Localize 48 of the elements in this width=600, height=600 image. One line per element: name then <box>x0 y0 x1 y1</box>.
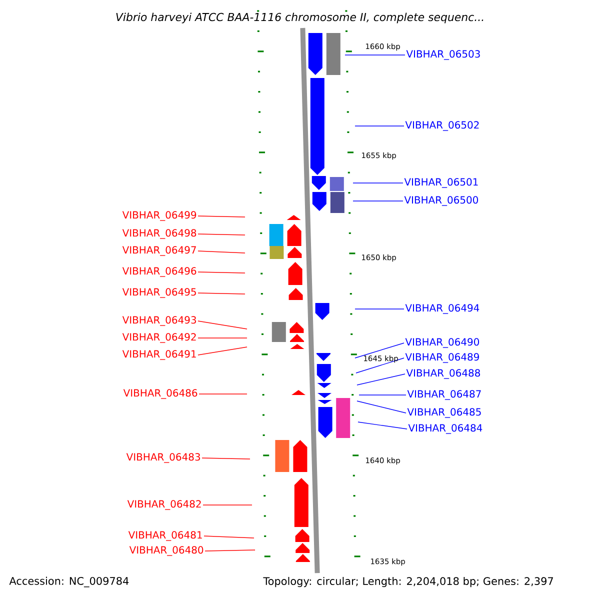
leader-line <box>356 400 406 414</box>
leader-line <box>204 536 254 538</box>
title: Vibrio harveyi ATCC BAA-1116 chromosome II, complete sequenc... <box>116 12 484 24</box>
gene-label: VIBHAR_06498 <box>122 229 196 239</box>
gene-label: VIBHAR_06495 <box>122 288 196 298</box>
leader-line <box>352 200 404 202</box>
leader-line <box>198 250 246 254</box>
gene-label: VIBHAR_06491 <box>122 350 196 360</box>
leader-line <box>198 216 246 218</box>
gene-label: VIBHAR_06489 <box>405 353 479 363</box>
leader-line <box>358 422 408 430</box>
leader-line <box>202 458 250 460</box>
info-text: Topology: circular; Length: 2,204,018 bp; Genes: 2,397 <box>263 576 553 588</box>
gene-label: VIBHAR_06488 <box>406 369 480 379</box>
gene-label: VIBHAR_06480 <box>129 546 204 556</box>
gene-label: VIBHAR_06497 <box>122 246 196 256</box>
leader-line <box>204 550 256 552</box>
leader-line <box>352 182 404 184</box>
leader-line <box>198 234 246 236</box>
info-text: Accession: NC_009784 <box>9 576 129 588</box>
gene-label: VIBHAR_06503 <box>406 50 480 60</box>
leader-line <box>354 342 404 358</box>
gene-label: VIBHAR_06486 <box>123 389 198 399</box>
gene-label: VIBHAR_06484 <box>408 424 482 434</box>
leader-line <box>356 374 406 386</box>
leader-line <box>354 308 404 310</box>
gene-label: VIBHAR_06483 <box>126 453 200 463</box>
gene-label: VIBHAR_06496 <box>122 267 196 277</box>
gene-label: VIBHAR_06485 <box>407 408 481 418</box>
leader-line <box>198 292 246 294</box>
gene-label: VIBHAR_06500 <box>404 196 478 206</box>
gene-label: VIBHAR_06482 <box>127 500 201 510</box>
gene-label: VIBHAR_06501 <box>404 178 478 188</box>
gene-label: VIBHAR_06494 <box>405 304 480 314</box>
gene-label: VIBHAR_06502 <box>405 121 479 131</box>
leader-line <box>358 394 406 396</box>
leader-line <box>198 272 246 274</box>
leader-line <box>198 346 248 356</box>
gene-label: VIBHAR_06493 <box>122 316 196 326</box>
gene-label: VIBHAR_06492 <box>122 333 196 343</box>
gene-label: VIBHAR_06499 <box>122 211 196 221</box>
leader-line <box>356 358 404 374</box>
gene-label: VIBHAR_06490 <box>405 338 480 348</box>
gene-label: VIBHAR_06481 <box>128 531 202 541</box>
leader-line <box>344 54 406 56</box>
gene-label: VIBHAR_06487 <box>407 390 481 400</box>
leader-line <box>198 320 248 330</box>
leader-line <box>202 504 252 506</box>
